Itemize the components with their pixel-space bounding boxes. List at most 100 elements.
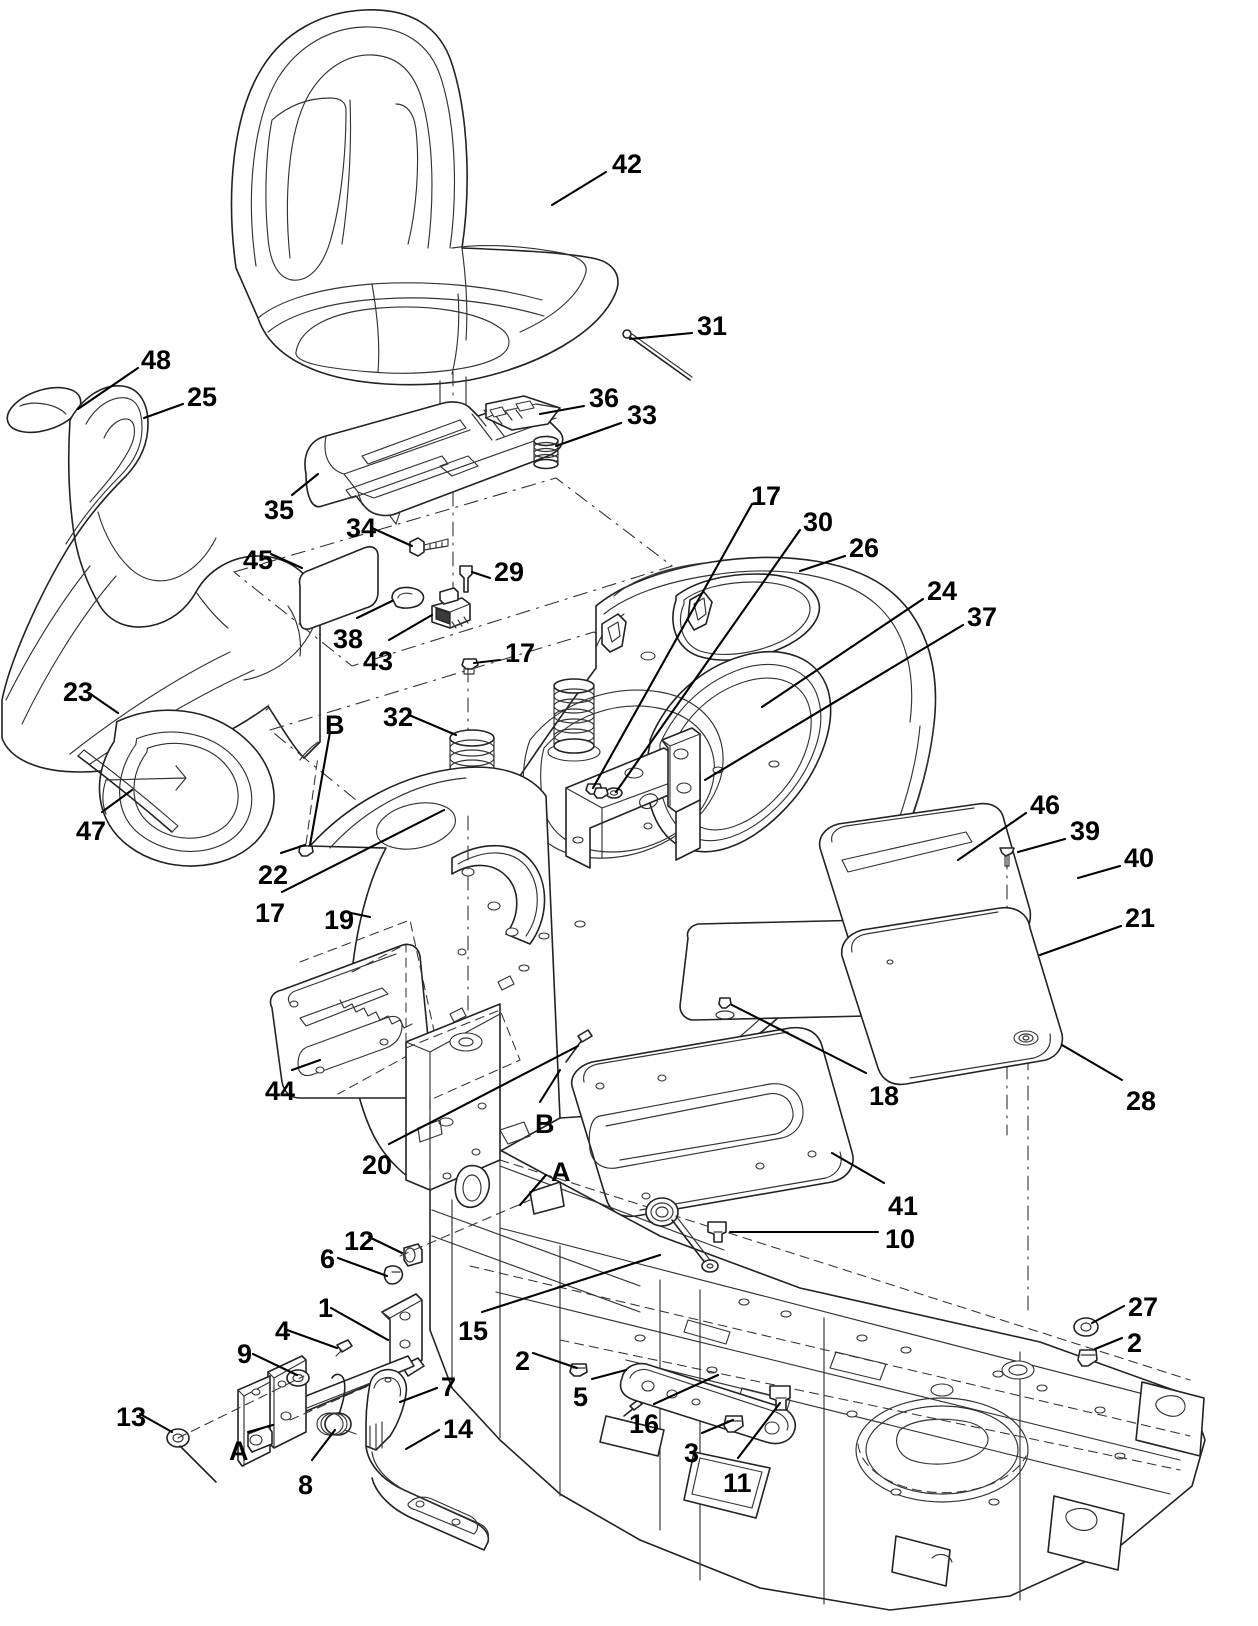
torsion-spring-8	[316, 1373, 357, 1436]
callout-fender-46: 46	[1030, 790, 1061, 820]
callout-washer-27: 27	[1128, 1292, 1159, 1322]
callout-foam-seal-23: 23	[63, 677, 94, 707]
rocker-switch-43	[431, 587, 471, 629]
control-cover-25	[1, 385, 321, 773]
callout-seat-42: 42	[612, 149, 643, 179]
callout-cotter-pin-31: 31	[697, 311, 728, 341]
foam-seal-23	[98, 709, 275, 867]
switch-clip-38	[391, 586, 425, 609]
decal-45	[298, 546, 379, 630]
brake-spring-15	[645, 1197, 719, 1273]
seat-spring-32b	[547, 678, 601, 762]
callout-decal-pad-45: 45	[243, 545, 274, 575]
footrest-plate-44	[269, 943, 434, 1099]
callout-seat-plate-35: 35	[264, 495, 295, 525]
frame-construction-d	[499, 1159, 1191, 1381]
callout-rear-fender-28: 28	[1126, 1086, 1157, 1116]
callout-hairpin-cotter-13: 13	[116, 1402, 147, 1432]
callout-reference-a-A: A	[551, 1157, 571, 1187]
callout-lever-knob-48: 48	[141, 345, 172, 375]
seat-assembly	[230, 9, 619, 441]
locknut-2b	[1077, 1349, 1098, 1367]
callout-cotter-pin-4: 4	[275, 1316, 291, 1346]
callout-switch-clip-38: 38	[333, 624, 364, 654]
callout-fender-panel-40: 40	[1124, 843, 1155, 873]
callout-bolt-34: 34	[346, 513, 377, 543]
callout-flange-nut-22: 22	[258, 860, 289, 890]
callout-screw-39: 39	[1070, 816, 1101, 846]
edge-trim-47	[77, 749, 179, 833]
callout-bolt-21: 21	[1125, 903, 1156, 933]
callout-brake-rod-1: 1	[318, 1293, 334, 1323]
pedal-grip-7	[365, 1368, 408, 1451]
brake-pedal-14	[365, 1445, 490, 1551]
frame-construction-c	[351, 943, 407, 1047]
bushing-12	[403, 1243, 423, 1267]
chassis-frame	[405, 1003, 1206, 1611]
callout-pedal-grip-7: 7	[441, 1372, 457, 1402]
callout-locknut-17: 17	[255, 898, 286, 928]
callout-rocker-switch-43: 43	[363, 646, 394, 676]
brake-arm-16	[619, 1362, 796, 1445]
shoulder-bolt-11	[769, 1385, 791, 1411]
callout-torsion-spring-8: 8	[298, 1470, 314, 1500]
callout-locknut-3: 3	[684, 1438, 700, 1468]
axis-13	[177, 1375, 305, 1439]
rear-fender-28	[840, 906, 1064, 1086]
callout-washer-30: 30	[803, 507, 834, 537]
callout-rivet-19: 19	[324, 905, 355, 935]
callout-left-footrest-cover-41: 41	[888, 1191, 919, 1221]
shoulder-bolt-10	[707, 1221, 727, 1243]
leader-lines	[76, 170, 1126, 1462]
callout-seat-switch-plate-36: 36	[589, 383, 620, 413]
seat-plate-35	[304, 401, 564, 525]
compression-spring-33	[533, 435, 559, 470]
bolt-34	[409, 537, 449, 557]
callout-fender-cover-25: 25	[187, 382, 218, 412]
callout-reference-b-B: B	[325, 710, 345, 740]
callout-rear-frame-cover-26: 26	[849, 533, 880, 563]
e-ring-6	[383, 1265, 404, 1285]
callout-shoulder-bolt-11: 11	[723, 1468, 752, 1498]
carriage-bolt-29	[459, 565, 473, 593]
callout-locknut-2: 2	[515, 1346, 531, 1376]
seat-switch-36	[485, 395, 561, 431]
assembly-arrow	[105, 765, 187, 791]
construction-plane-upper	[232, 477, 674, 667]
hairpin-13	[166, 1428, 217, 1483]
callout-reference-a-A: A	[229, 1436, 249, 1466]
callout-shoulder-bolt-10: 10	[885, 1224, 916, 1254]
cotter-pin-4	[335, 1339, 353, 1357]
callout-compression-spring-33: 33	[627, 400, 658, 430]
callout-pin-20: 20	[362, 1150, 393, 1180]
axis-12	[399, 1199, 531, 1257]
frame-construction-a	[405, 1009, 521, 1101]
axis-22	[305, 755, 319, 845]
pin-5	[623, 1399, 643, 1417]
callout-bracket-24: 24	[927, 576, 958, 606]
callout-brake-arm-16: 16	[629, 1409, 660, 1439]
mat-screw-18	[715, 997, 735, 1020]
callout-seat-bracket-37: 37	[967, 602, 998, 632]
callout-brake-spring-15: 15	[458, 1316, 489, 1346]
callout-locknut-17: 17	[751, 481, 782, 511]
callout-reference-b-B: B	[535, 1109, 555, 1139]
callout-seat-spring-32: 32	[383, 702, 414, 732]
frame-construction-f	[559, 1339, 1181, 1471]
pin-20	[565, 1029, 593, 1063]
callout-washer-9: 9	[237, 1339, 253, 1369]
callout-bushing-12: 12	[344, 1226, 375, 1256]
bolt-hw-a	[593, 787, 609, 799]
callout-brake-pedal-14: 14	[443, 1414, 474, 1444]
pin-31	[622, 329, 693, 381]
callout-e-ring-6: 6	[320, 1244, 336, 1274]
callout-carriage-bolt-29: 29	[494, 557, 525, 587]
callout-edge-trim-47: 47	[76, 816, 107, 846]
frame-construction-e	[469, 1265, 1191, 1437]
callout-locknut-2: 2	[1127, 1328, 1143, 1358]
callout-locknut-17: 17	[505, 638, 536, 668]
footrest-cover-41	[570, 1026, 854, 1218]
callout-footrest-plate-44: 44	[265, 1076, 296, 1106]
